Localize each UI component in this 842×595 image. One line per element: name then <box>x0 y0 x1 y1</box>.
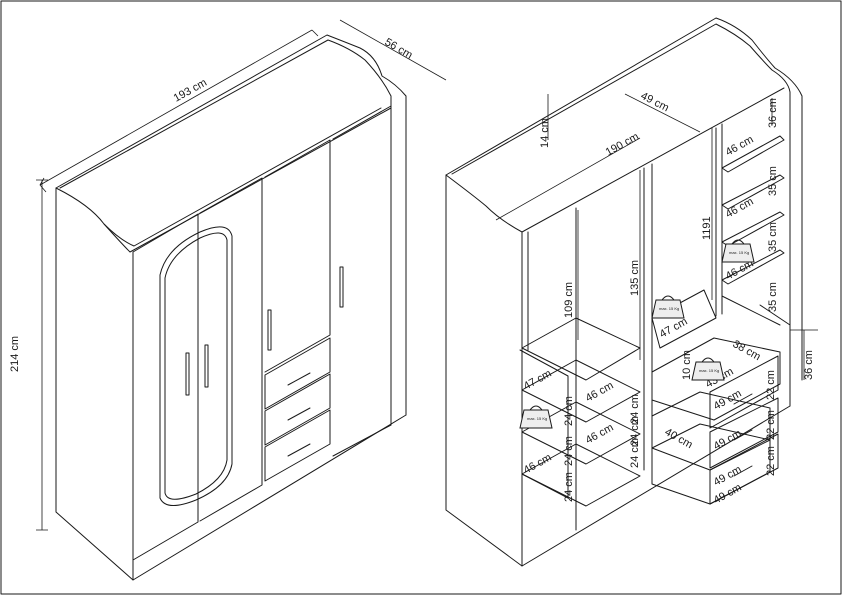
shelf-r2 <box>721 174 785 210</box>
center-depth-label: 47 cm <box>658 316 690 341</box>
load-badge-1: max. 15 Kg <box>651 295 685 319</box>
drawer-handle-2 <box>287 407 311 421</box>
handle-4 <box>339 266 344 308</box>
closed-wardrobe: 193 cm 56 cm 214 cm <box>9 19 447 581</box>
center-hanging-label: 135 cm <box>629 260 641 296</box>
shelf-l4 <box>521 443 641 507</box>
drawer-front-1 <box>709 355 779 429</box>
shelf-c1 <box>651 289 717 349</box>
drawer-1 <box>264 337 331 410</box>
load-badge-4: max. 15 Kg <box>691 357 725 381</box>
shelf-r1 <box>721 135 785 173</box>
inner-depth-label: 49 cm <box>639 90 671 114</box>
drawer-2 <box>264 373 331 446</box>
drawer-height-2: 22 cm <box>765 410 777 440</box>
load-badge-text-2: max. 15 Kg <box>729 250 749 255</box>
cornice-front <box>55 107 392 253</box>
left-shelf-3: 46 cm <box>522 452 554 477</box>
left-open-door <box>519 349 569 499</box>
load-badge-text-4: max. 15 Kg <box>699 368 719 373</box>
cornice-front-open <box>445 87 785 233</box>
shelf-r4 <box>721 249 785 285</box>
dim-width-line <box>39 29 319 193</box>
door-2 <box>199 177 263 522</box>
cornice-inner <box>59 39 392 189</box>
depth-label: 56 cm <box>383 36 415 61</box>
load-badge-2: max. 15 Kg <box>721 239 755 263</box>
drawer-handles-open <box>733 393 753 477</box>
load-badge-text-3: max. 15 Kg <box>527 416 547 421</box>
drawer-depth-label: 38 cm <box>731 338 763 363</box>
base-front <box>132 414 407 581</box>
side-panel <box>55 187 134 581</box>
side-height-label: 36 cm <box>803 350 815 380</box>
left-gap-2: 24 cm <box>563 436 575 466</box>
shelf-gap-r2: 35 cm <box>767 166 779 196</box>
open-wardrobe: 190 cm 49 cm 14 cm 109 cm 135 cm 1191 46… <box>445 17 818 567</box>
center-gap-1: 24 cm <box>629 394 641 424</box>
drawer-height-3: 22 cm <box>765 446 777 476</box>
dim-lines-top <box>495 93 773 221</box>
shelf-width-r1: 46 cm <box>724 134 756 159</box>
drawer-handle-1 <box>287 372 311 386</box>
width-label: 193 cm <box>172 77 209 105</box>
shelf-gap-r1: 36 cm <box>767 98 779 128</box>
dim-lines-side <box>790 329 818 380</box>
door-3 <box>264 139 331 373</box>
base-open <box>521 405 791 567</box>
shelf-width-r2: 46 cm <box>724 196 756 221</box>
shelf-l3 <box>521 401 641 465</box>
drawer-front-2-label: 49 cm <box>712 428 744 453</box>
height-label: 214 cm <box>9 336 21 372</box>
drawer-handle-3 <box>287 443 311 457</box>
dim-lines-vertical <box>577 128 713 360</box>
door-4 <box>332 105 392 457</box>
center-gap-2: 24 cm <box>629 416 641 446</box>
drawer-front-2 <box>709 397 779 469</box>
side-panel-open <box>445 174 523 567</box>
inner-width-label: 190 cm <box>604 131 641 159</box>
handle-2 <box>204 344 209 388</box>
drawer-front-3 <box>709 433 779 505</box>
left-gap-1: 24 cm <box>563 396 575 426</box>
left-gap-3: 24 cm <box>563 472 575 502</box>
top-edge <box>55 34 407 416</box>
left-shelf-1: 46 cm <box>584 380 616 405</box>
left-depth-label: 47 cm <box>522 368 554 393</box>
shelf-l1 <box>521 317 641 381</box>
shelf-gap-r3: 35 cm <box>767 222 779 252</box>
mirror-inner <box>164 232 228 500</box>
top-edge-open <box>445 17 803 381</box>
dim-depth-line <box>339 19 447 81</box>
shelf-l2 <box>521 359 641 423</box>
right-column-label: 1191 <box>701 216 713 240</box>
cornice-inner-open <box>451 23 791 407</box>
drawer-inner-height-label: 10 cm <box>681 350 693 380</box>
handle-1 <box>185 352 190 396</box>
center-gap-3: 24 cm <box>629 438 641 468</box>
load-badge-text-1: max. 15 Kg <box>659 306 679 311</box>
dim-height-line <box>36 179 48 531</box>
drawer-3 <box>264 409 331 482</box>
drawer-lower-depth-label: 40 cm <box>663 426 695 451</box>
left-hanging-label: 109 cm <box>563 282 575 318</box>
cornice-lip <box>103 107 382 247</box>
shelf-r5 <box>721 295 791 326</box>
handle-3 <box>267 309 272 351</box>
door-1 <box>132 213 199 561</box>
drawer-open-1 <box>651 337 781 421</box>
load-badge-3: max. 15 Kg <box>519 405 553 429</box>
top-gap-label: 14 cm <box>539 118 551 148</box>
shelf-gap-r4: 35 cm <box>767 282 779 312</box>
drawer-front-1-label: 49 cm <box>712 388 744 413</box>
mirror <box>159 226 233 506</box>
left-shelf-2: 46 cm <box>584 422 616 447</box>
drawer-height-1: 22 cm <box>765 370 777 400</box>
